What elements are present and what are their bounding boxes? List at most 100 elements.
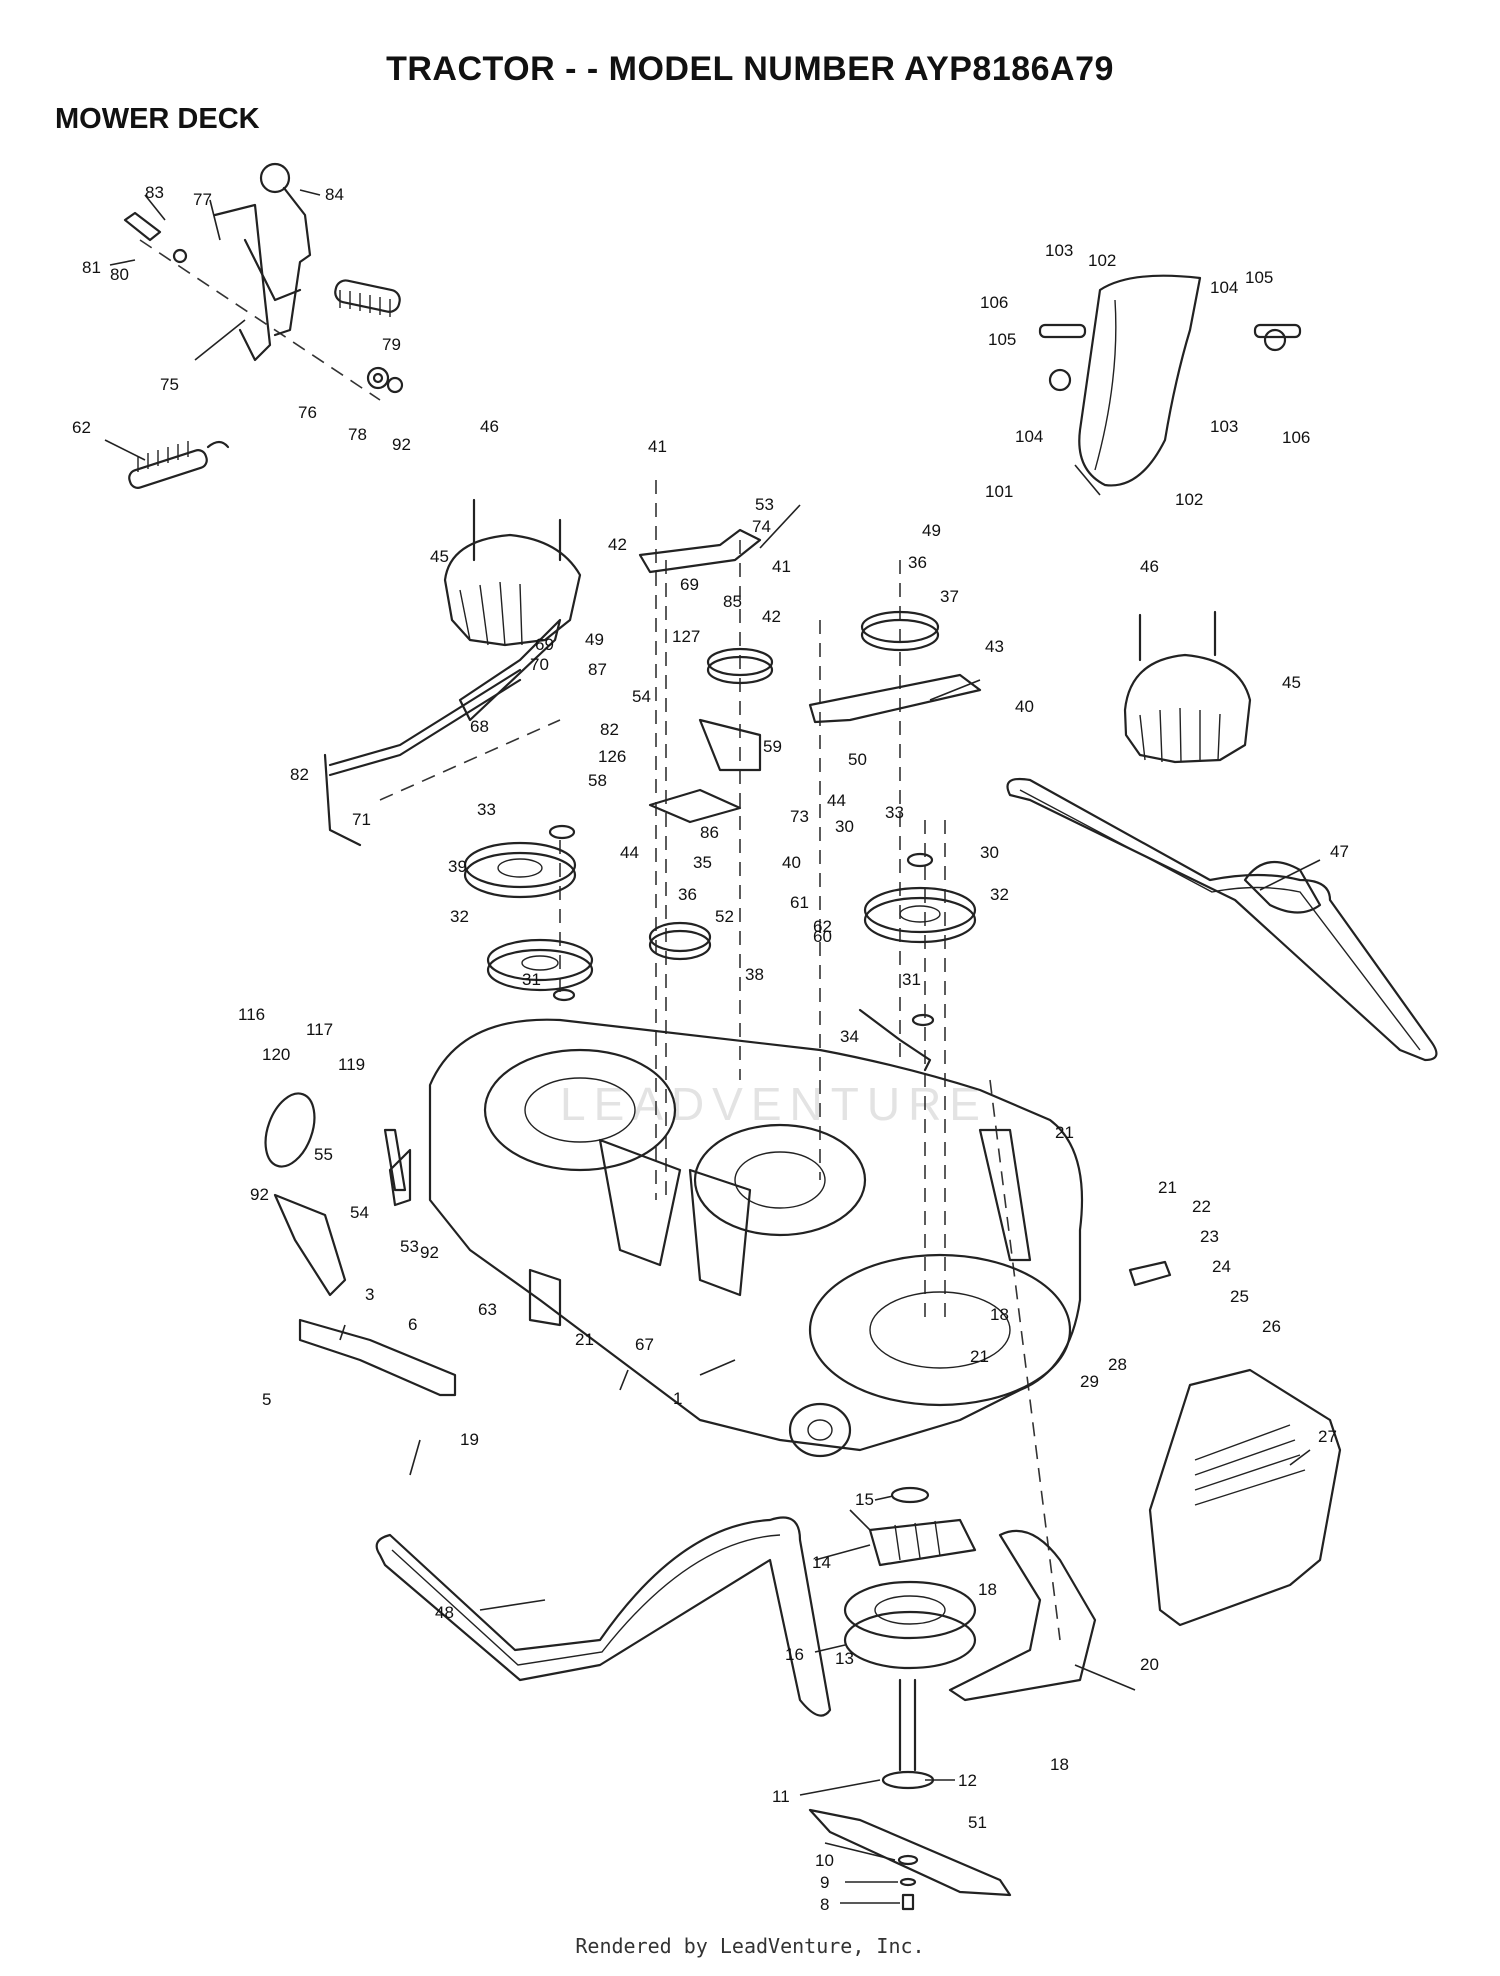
callout-label: 74 <box>752 517 771 536</box>
callout-label: 45 <box>430 547 449 566</box>
spring-62 <box>128 440 230 489</box>
callout-label: 87 <box>588 660 607 679</box>
belt-cover-right <box>1123 610 1252 764</box>
callout-label: 47 <box>1330 842 1349 861</box>
callout-label: 40 <box>782 853 801 872</box>
callout-label: 24 <box>1212 1257 1231 1276</box>
callout-label: 16 <box>785 1645 804 1664</box>
callout-label: 38 <box>745 965 764 984</box>
callout-label: 23 <box>1200 1227 1219 1246</box>
page-title: TRACTOR - - MODEL NUMBER AYP8186A79 <box>386 50 1114 88</box>
callout-labels: 1 3 5 6 8 9 10 11 12 13 14 15 16 18 18 1… <box>72 183 1349 1914</box>
callout-label: 18 <box>1050 1755 1069 1774</box>
callout-label: 105 <box>1245 268 1273 287</box>
callout-label: 39 <box>448 857 467 876</box>
shield-101 <box>1038 274 1302 487</box>
callout-label: 69 <box>535 635 554 654</box>
footer-credit: Rendered by LeadVenture, Inc. <box>575 1934 925 1958</box>
callout-label: 103 <box>1210 417 1238 436</box>
belt-48 <box>375 1516 832 1717</box>
callout-label: 22 <box>1192 1197 1211 1216</box>
lift-lever-assembly <box>123 162 404 394</box>
callout-label: 27 <box>1318 1427 1337 1446</box>
callout-label: 58 <box>588 771 607 790</box>
callout-label: 106 <box>980 293 1008 312</box>
callout-label: 92 <box>420 1243 439 1262</box>
spindle-assembly <box>808 1486 1012 1911</box>
callout-label: 33 <box>477 800 496 819</box>
callout-label: 119 <box>338 1055 365 1074</box>
callout-label: 15 <box>855 1490 874 1509</box>
callout-label: 103 <box>1045 241 1073 260</box>
callout-label: 85 <box>723 592 742 611</box>
callout-label: 21 <box>1158 1178 1177 1197</box>
callout-label: 71 <box>352 810 371 829</box>
callout-label: 53 <box>400 1237 419 1256</box>
callout-label: 60 <box>813 927 832 946</box>
callout-label: 41 <box>772 557 791 576</box>
callout-label: 62 <box>813 917 832 936</box>
callout-label: 48 <box>435 1603 454 1622</box>
pulleys <box>264 610 977 1168</box>
callout-label: 42 <box>762 607 781 626</box>
callout-label: 26 <box>1262 1317 1281 1336</box>
callout-label: 104 <box>1210 278 1238 297</box>
callout-label: 14 <box>812 1553 831 1572</box>
callout-label: 86 <box>700 823 719 842</box>
callout-label: 37 <box>940 587 959 606</box>
callout-label: 126 <box>598 747 626 766</box>
callout-label: 68 <box>470 717 489 736</box>
callout-label: 59 <box>763 737 782 756</box>
callout-label: 21 <box>575 1330 594 1349</box>
callout-label: 21 <box>1055 1123 1074 1142</box>
callout-label: 70 <box>530 655 549 674</box>
callout-label: 83 <box>145 183 164 202</box>
callout-label: 18 <box>978 1580 997 1599</box>
callout-label: 75 <box>160 375 179 394</box>
callout-label: 8 <box>820 1895 829 1914</box>
callout-label: 55 <box>314 1145 333 1164</box>
callout-label: 46 <box>1140 557 1159 576</box>
alignment-lines <box>139 239 1061 1641</box>
callout-label: 3 <box>365 1285 374 1304</box>
callout-label: 53 <box>755 495 774 514</box>
callout-label: 117 <box>306 1020 333 1039</box>
callout-label: 36 <box>678 885 697 904</box>
callout-label: 104 <box>1015 427 1043 446</box>
callout-label: 42 <box>608 535 627 554</box>
callout-label: 25 <box>1230 1287 1249 1306</box>
callout-label: 44 <box>827 791 846 810</box>
callout-label: 120 <box>262 1045 290 1064</box>
callout-label: 79 <box>382 335 401 354</box>
callout-label: 105 <box>988 330 1016 349</box>
callout-label: 101 <box>985 482 1013 501</box>
callout-label: 36 <box>908 553 927 572</box>
leader-lines <box>104 189 1321 1904</box>
callout-label: 92 <box>392 435 411 454</box>
callout-label: 31 <box>522 970 541 989</box>
callout-label: 20 <box>1140 1655 1159 1674</box>
callout-label: 76 <box>298 403 317 422</box>
discharge-chute <box>948 1368 1342 1702</box>
callout-label: 80 <box>110 265 129 284</box>
lift-rod-68 <box>328 668 522 777</box>
callout-label: 51 <box>968 1813 987 1832</box>
callout-label: 69 <box>680 575 699 594</box>
callout-label: 102 <box>1175 490 1203 509</box>
callout-label: 81 <box>82 258 101 277</box>
belt-cover-left <box>443 498 582 647</box>
callout-label: 19 <box>460 1430 479 1449</box>
callout-label: 61 <box>790 893 809 912</box>
callout-label: 50 <box>848 750 867 769</box>
belt-47 <box>1006 777 1438 1062</box>
callout-label: 41 <box>648 437 667 456</box>
callout-label: 106 <box>1282 428 1310 447</box>
height-adjust-linkage <box>273 1128 1172 1397</box>
callout-label: 43 <box>985 637 1004 656</box>
callout-label: 12 <box>958 1771 977 1790</box>
callout-label: 54 <box>350 1203 369 1222</box>
callout-label: 28 <box>1108 1355 1127 1374</box>
callout-label: 49 <box>922 521 941 540</box>
callout-label: 127 <box>672 627 700 646</box>
